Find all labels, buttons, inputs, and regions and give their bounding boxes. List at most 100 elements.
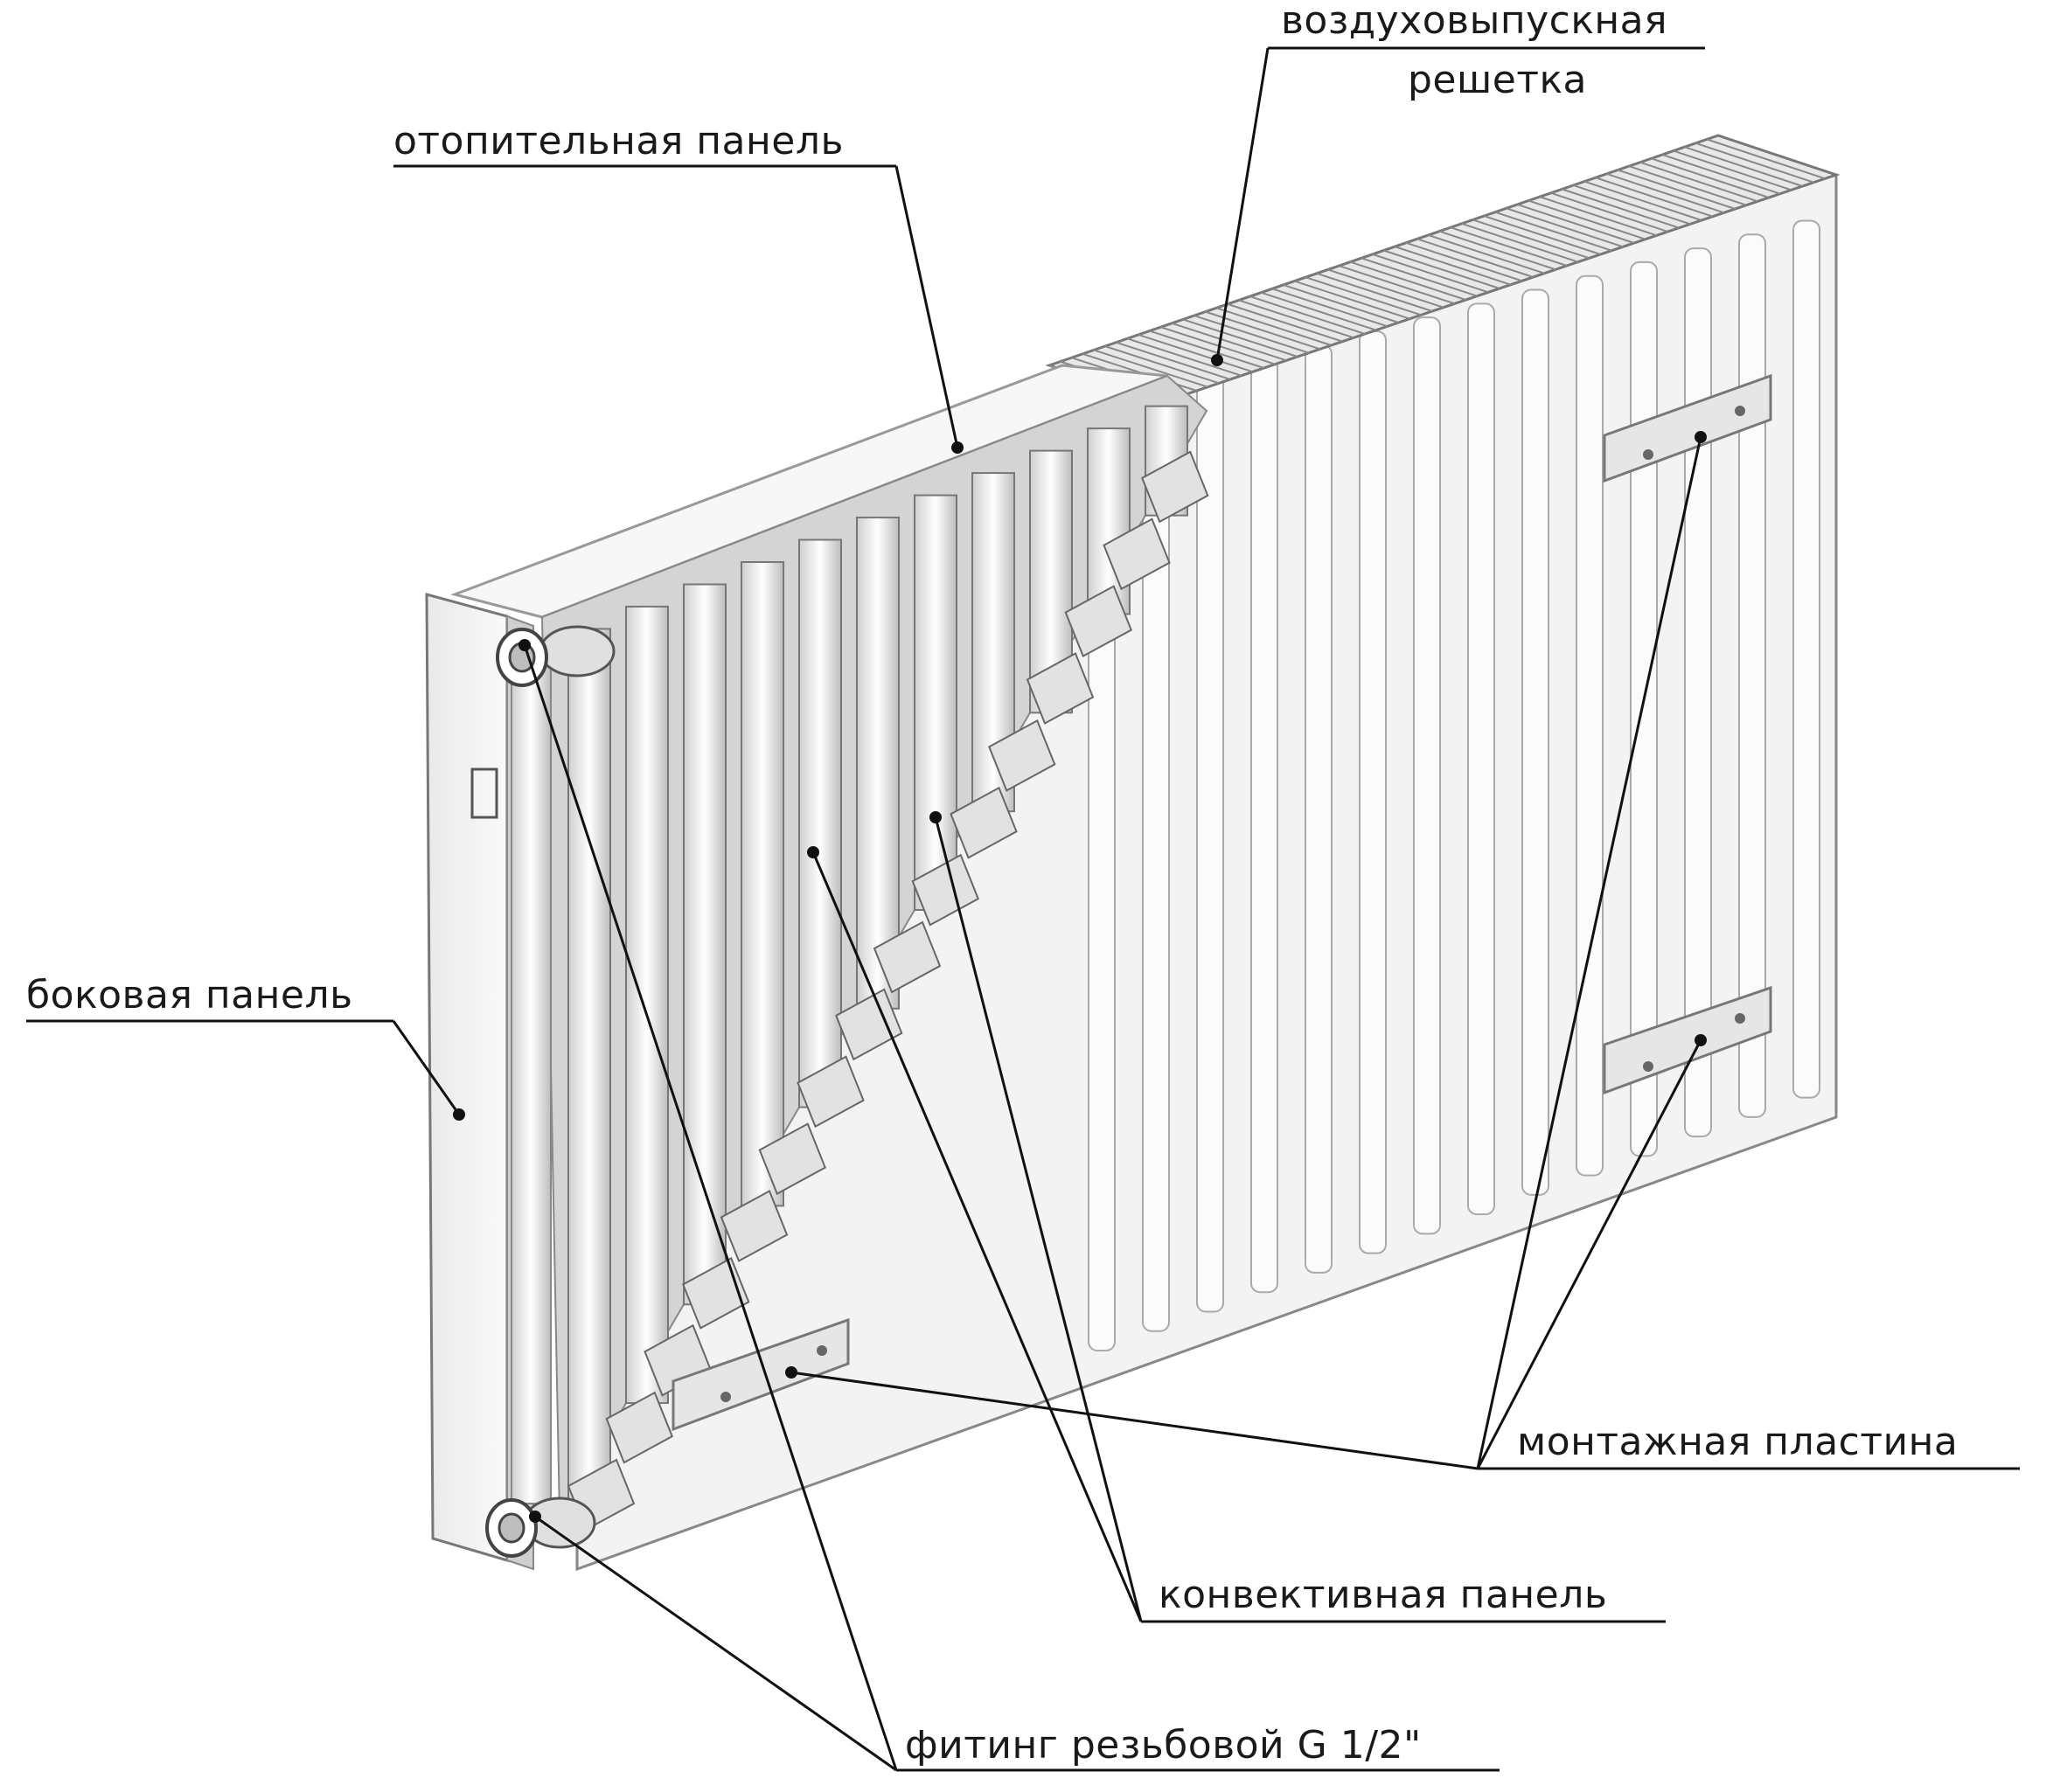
grille-slat bbox=[1182, 318, 1298, 358]
grille-slat bbox=[1695, 142, 1814, 184]
convective-rib bbox=[741, 560, 784, 1207]
convective-rib bbox=[798, 538, 842, 1108]
leader-heating-panel bbox=[393, 164, 964, 454]
rear-rib bbox=[1684, 247, 1712, 1138]
label-air-grille-line1: воздуховыпускная bbox=[1281, 0, 1668, 43]
grille-slat bbox=[1149, 330, 1264, 369]
leader-air-grille bbox=[1211, 46, 1705, 366]
grille-slat bbox=[1294, 280, 1410, 320]
convective-rib bbox=[625, 605, 669, 1405]
rear-panel-ribs bbox=[1088, 219, 1820, 1351]
grille-slat bbox=[1684, 146, 1803, 187]
convective-fin bbox=[1026, 652, 1095, 725]
grille-slat bbox=[1506, 207, 1624, 248]
grille-slat bbox=[1104, 345, 1220, 385]
grille-slat bbox=[1517, 203, 1635, 244]
mounting-plate-front bbox=[672, 1317, 850, 1432]
grille-slat bbox=[1327, 268, 1444, 309]
air-outlet-grille bbox=[1045, 134, 1841, 404]
grille-slat bbox=[1416, 238, 1534, 278]
rear-rib bbox=[1792, 219, 1820, 1099]
grille-slat bbox=[1305, 276, 1422, 316]
label-fitting: фитинг резьбовой G 1/2" bbox=[905, 1723, 1422, 1768]
leader-fitting bbox=[518, 639, 1500, 1772]
convective-fin bbox=[1140, 450, 1209, 524]
convective-fin bbox=[1064, 585, 1133, 658]
label-side-panel: боковая панель bbox=[26, 973, 353, 1018]
grille-slat bbox=[1494, 211, 1612, 252]
mounting-plate-upper bbox=[1603, 373, 1772, 483]
leader-side-panel bbox=[26, 1019, 465, 1121]
grille-slat bbox=[1472, 219, 1590, 260]
convective-panel bbox=[540, 374, 1209, 1532]
grille-slat bbox=[1461, 222, 1579, 263]
grille-slat bbox=[1283, 283, 1399, 323]
grille-slat bbox=[1215, 307, 1332, 346]
grille-slat bbox=[1617, 169, 1736, 210]
grille-slat bbox=[1361, 257, 1478, 297]
grille-slat bbox=[1483, 215, 1601, 255]
convective-fin bbox=[720, 1190, 789, 1262]
convective-fins bbox=[567, 450, 1209, 1532]
grille-slat bbox=[1349, 260, 1466, 301]
grille-slat bbox=[1706, 138, 1826, 180]
convective-fin bbox=[987, 719, 1056, 792]
rear-rib bbox=[1576, 274, 1604, 1177]
grille-slat bbox=[1428, 234, 1545, 274]
convective-fin bbox=[950, 786, 1018, 859]
mounting-plate-lower bbox=[1603, 985, 1772, 1095]
rear-rib bbox=[1359, 330, 1387, 1254]
convective-fin bbox=[605, 1391, 674, 1464]
grille-slat bbox=[1160, 326, 1276, 365]
label-heating-panel: отопительная панель bbox=[393, 119, 844, 163]
grille-slat bbox=[1171, 322, 1287, 362]
fitting-bottom bbox=[485, 1497, 596, 1558]
grille-slat bbox=[1639, 161, 1758, 203]
grille-slat bbox=[1583, 180, 1702, 221]
rear-rib bbox=[1250, 358, 1278, 1294]
convective-fin bbox=[873, 920, 942, 994]
grille-slat bbox=[1651, 157, 1770, 198]
grille-slat bbox=[1405, 241, 1522, 282]
collector-pipe bbox=[511, 663, 552, 1504]
grille-slat bbox=[1339, 265, 1455, 305]
grille-slat bbox=[1628, 165, 1747, 206]
rear-rib bbox=[1630, 260, 1658, 1157]
rear-rib bbox=[1196, 372, 1224, 1313]
grille-slat bbox=[1372, 253, 1489, 294]
rear-rib bbox=[1521, 288, 1549, 1196]
grille-slat bbox=[1194, 315, 1310, 354]
grille-slat bbox=[1394, 246, 1512, 286]
grille-slat bbox=[1550, 191, 1668, 233]
convective-fin bbox=[911, 853, 980, 927]
rear-heating-panel bbox=[575, 173, 1838, 1572]
grille-slat bbox=[1572, 184, 1691, 226]
grille-slat bbox=[1126, 337, 1242, 377]
convective-fin bbox=[797, 1055, 865, 1129]
leader-mounting-plate bbox=[785, 431, 2020, 1470]
rear-rib bbox=[1413, 316, 1441, 1235]
rear-rib bbox=[1467, 302, 1495, 1216]
label-air-grille-line2: решетка bbox=[1408, 58, 1588, 102]
rear-rib bbox=[1738, 233, 1766, 1118]
grille-slat bbox=[1539, 196, 1657, 237]
grille-slat bbox=[1438, 230, 1556, 271]
grille-slat bbox=[1595, 177, 1714, 218]
convective-fin bbox=[758, 1122, 827, 1196]
label-mounting-plate: монтажная пластина bbox=[1517, 1420, 1959, 1464]
grille-slat bbox=[1260, 291, 1377, 331]
grille-slat bbox=[1450, 226, 1568, 267]
grille-slat bbox=[1673, 149, 1792, 191]
label-convective-panel: конвективная панель bbox=[1159, 1573, 1608, 1617]
grille-slat bbox=[1138, 333, 1253, 373]
grille-slat bbox=[1271, 288, 1388, 328]
grille-slat bbox=[1227, 302, 1343, 343]
grille-slat bbox=[1383, 249, 1500, 289]
grille-slat bbox=[1661, 153, 1781, 195]
convective-rib bbox=[683, 583, 727, 1306]
grille-slat bbox=[1116, 341, 1231, 380]
grille-slat bbox=[1606, 172, 1724, 214]
grille-slat bbox=[1562, 188, 1680, 229]
rear-rib bbox=[1305, 344, 1333, 1274]
